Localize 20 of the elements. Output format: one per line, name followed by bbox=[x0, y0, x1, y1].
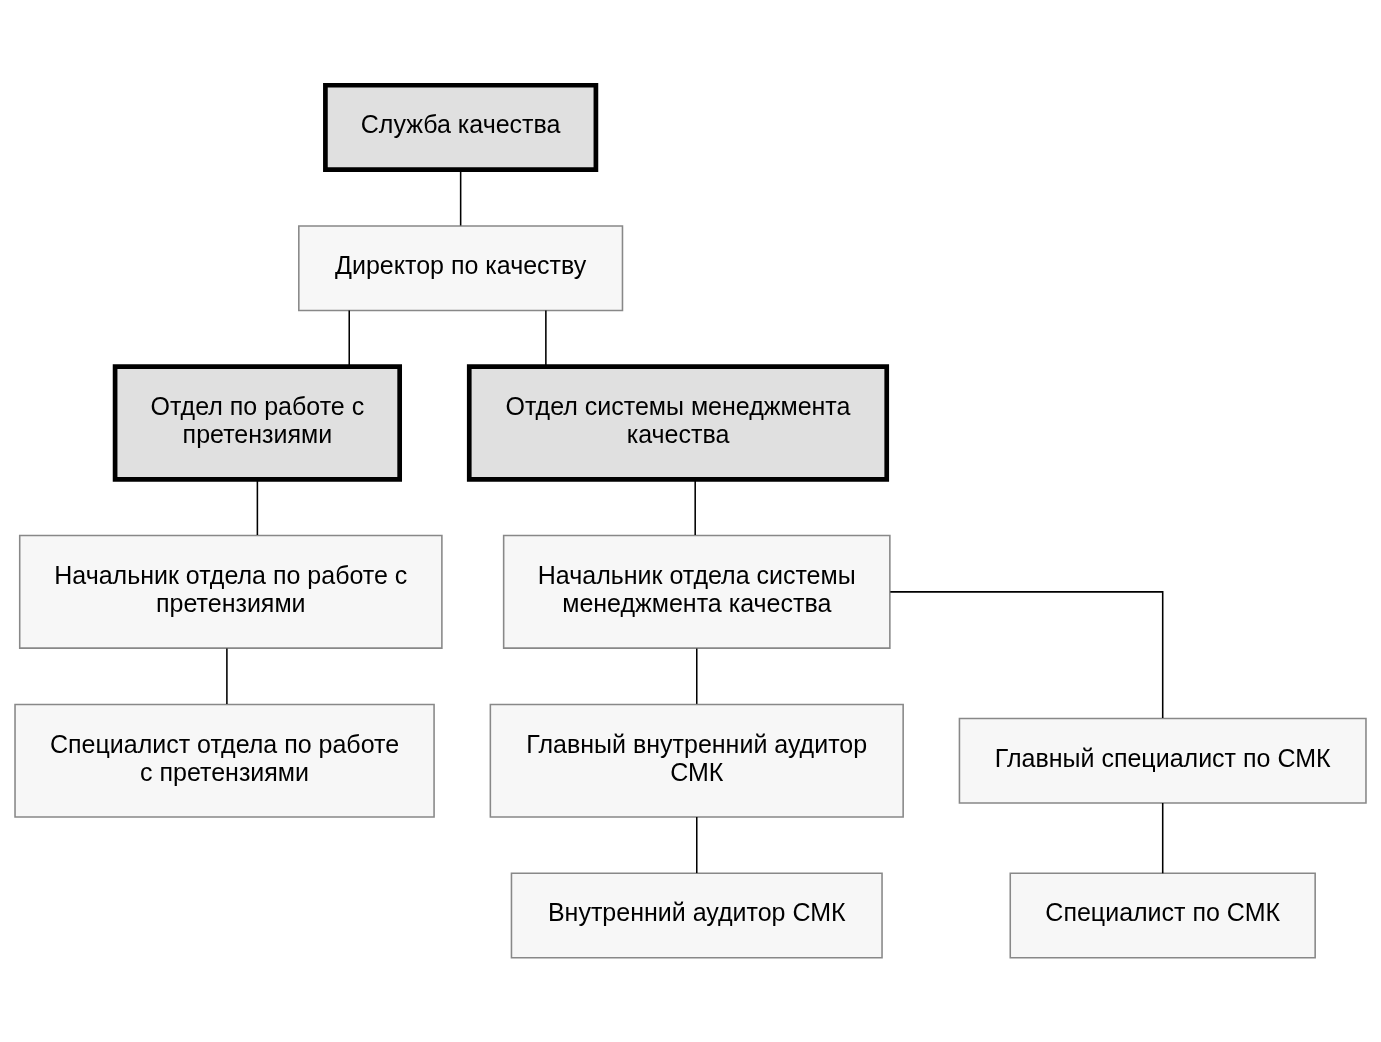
connector bbox=[348, 309, 350, 367]
node-box: Специалист по СМК bbox=[1009, 872, 1316, 959]
connector bbox=[226, 647, 228, 705]
node-box: Отдел системы менеджмента качества bbox=[466, 363, 890, 482]
node-box: Специалист отдела по работе с претензиями bbox=[14, 703, 435, 818]
node-box: Начальник отдела системы менеджмента качества bbox=[502, 534, 891, 649]
connector bbox=[545, 309, 547, 367]
connector bbox=[695, 815, 698, 874]
connector bbox=[694, 478, 696, 536]
connector bbox=[695, 647, 698, 705]
connector bbox=[1161, 801, 1164, 874]
node-box: Внутренний аудитор СМК bbox=[510, 872, 883, 959]
node-box: Служба качества bbox=[323, 82, 599, 172]
node-box: Директор по качеству bbox=[298, 224, 624, 311]
connector bbox=[889, 590, 1164, 719]
node-box: Отдел по работе с претензиями bbox=[112, 363, 402, 482]
node-box: Главный внутренний аудитор СМК bbox=[489, 703, 904, 818]
connector bbox=[256, 478, 259, 536]
node-box: Главный специалист по СМК bbox=[958, 717, 1367, 804]
node-box: Начальник отдела по работе с претензиями bbox=[18, 534, 443, 649]
